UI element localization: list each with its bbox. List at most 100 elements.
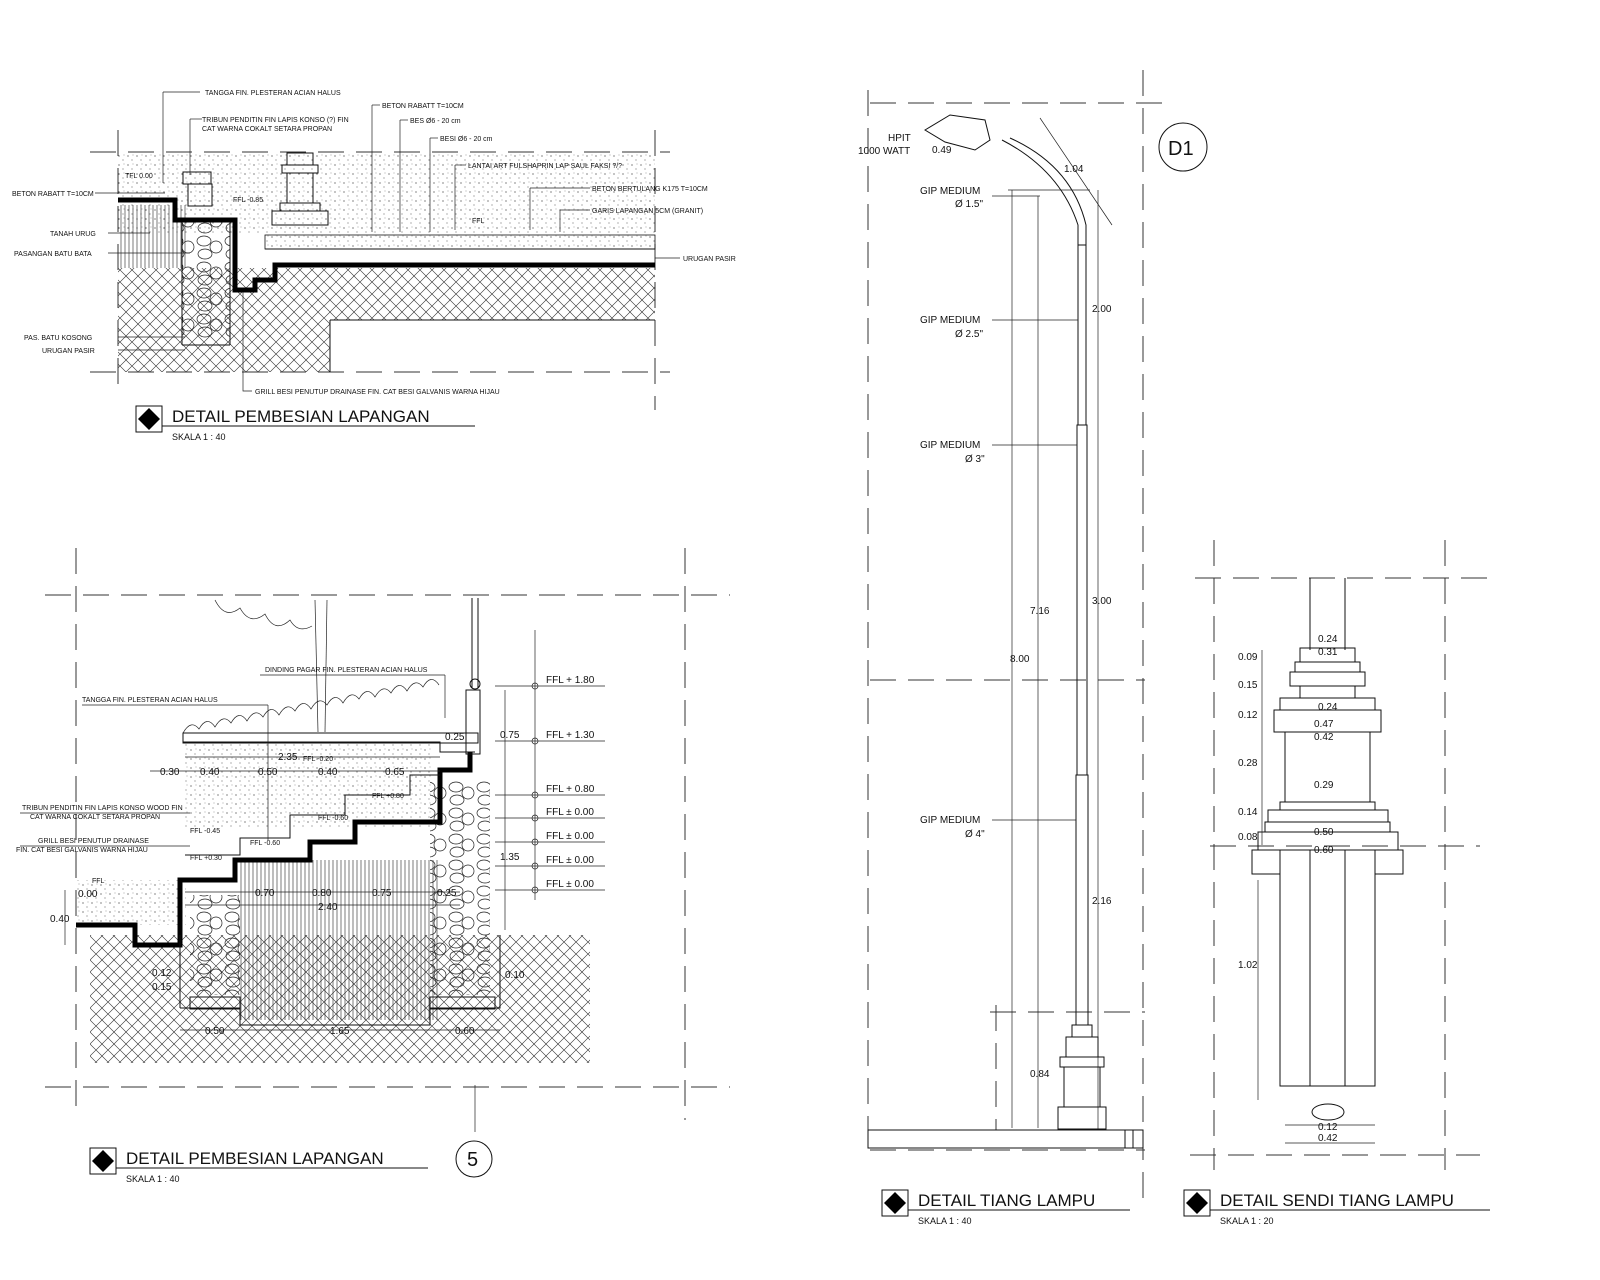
scale-lamp: SKALA 1 : 40 xyxy=(918,1216,972,1226)
label-ffl-bottom: FFL xyxy=(92,878,105,885)
dim-070: 0.70 xyxy=(255,888,275,899)
label-tribun-bottom-1: TRIBUN PENDITIN FIN LAPIS KONSO WOOD FIN xyxy=(22,805,183,812)
levels-column: FFL + 1.80 FFL + 1.30 FFL + 0.80 FFL ± 0… xyxy=(495,675,605,894)
dim-015: 0.15 xyxy=(152,982,172,993)
stones-left xyxy=(190,895,240,995)
level-000-b: FFL ± 0.00 xyxy=(546,831,594,842)
detail-lamp-pole: D1 1.04 0.49 HPIT 1000 WATT 8.00 7.16 xyxy=(858,70,1208,1226)
lamp-head-shape xyxy=(924,114,991,151)
label-tfl: TFL 0.00 xyxy=(125,173,153,180)
label-ffl: FFL xyxy=(472,218,485,225)
level-000-c: FFL ± 0.00 xyxy=(546,855,594,866)
sendi-012a: 0.12 xyxy=(1238,710,1258,721)
ffl-p030: FFL +0.30 xyxy=(190,855,222,862)
pole-segment-1 xyxy=(1077,244,1087,426)
dim-800: 8.00 xyxy=(1010,654,1030,665)
plant-row xyxy=(182,599,440,734)
dim-165: 1.65 xyxy=(330,1026,350,1037)
scale-bottom-left: SKALA 1 : 40 xyxy=(126,1174,180,1184)
label-besi: BESI Ø6 - 20 cm xyxy=(440,136,493,143)
detail-sendi: 0.24 0.31 0.09 0.15 0.24 0.12 0.47 0.42 … xyxy=(1183,540,1490,1226)
sendi-009: 0.09 xyxy=(1238,652,1258,663)
label-beton-rabatt: BETON RABATT T=10CM xyxy=(382,103,464,110)
sendi-014: 0.14 xyxy=(1238,807,1258,818)
level-000-a: FFL ± 0.00 xyxy=(546,807,594,818)
dim-216: 2.16 xyxy=(1092,896,1112,907)
dim-060: 0.60 xyxy=(455,1026,475,1037)
ffl-060: FFL -0.60 xyxy=(250,840,280,847)
dim-084: 0.84 xyxy=(1030,1069,1050,1080)
hpit: HPIT xyxy=(888,133,911,144)
stone-fill xyxy=(182,220,230,338)
ffl-m045: FFL -0.45 xyxy=(190,828,220,835)
pillar-top xyxy=(271,152,329,226)
label-tangga: TANGGA FIN. PLESTERAN ACIAN HALUS xyxy=(205,90,341,97)
soil-hatch-right xyxy=(330,268,655,320)
label-grill: GRILL BESI PENUTUP DRAINASE FIN. CAT BES… xyxy=(255,389,500,396)
sendi-029: 0.29 xyxy=(1314,780,1334,791)
gip-3-name: GIP MEDIUM xyxy=(920,440,980,451)
ffl-m020: FFL -0.20 xyxy=(303,756,333,763)
dim-240: 2.40 xyxy=(318,902,338,913)
gip-4-dia: Ø 4" xyxy=(965,829,985,840)
dim-030: 0.30 xyxy=(160,767,180,778)
level-080: FFL + 0.80 xyxy=(546,784,595,795)
label-pasangan: PASANGAN BATU BATA xyxy=(14,251,92,258)
dim-049: 0.49 xyxy=(932,145,952,156)
label-beton-rabatt-left: BETON RABATT T=10CM xyxy=(12,191,94,198)
dim-050b: 0.50 xyxy=(205,1026,225,1037)
dim-075: 0.75 xyxy=(500,730,520,741)
label-tribun-1: TRIBUN PENDITIN FIN LAPIS KONSO (?) FIN xyxy=(202,117,349,124)
sendi-050: 0.50 xyxy=(1314,827,1334,838)
scale-sendi: SKALA 1 : 20 xyxy=(1220,1216,1274,1226)
dim-025: 0.25 xyxy=(437,888,457,899)
fill-vlines-bottom xyxy=(240,860,440,1020)
gip-4-name: GIP MEDIUM xyxy=(920,815,980,826)
sendi-031: 0.31 xyxy=(1318,647,1338,658)
sendi-047: 0.47 xyxy=(1314,719,1334,730)
scale-top-left: SKALA 1 : 40 xyxy=(172,432,226,442)
label-grill-bottom-1: GRILL BESI PENUTUP DRAINASE xyxy=(38,838,149,845)
label-tribun-2: CAT WARNA COKALT SETARA PROPAN xyxy=(202,126,332,133)
level-180: FFL + 1.80 xyxy=(546,675,595,686)
sendi-008: 0.08 xyxy=(1238,832,1258,843)
label-bes: BES Ø6 - 20 cm xyxy=(410,118,461,125)
dim-135: 1.35 xyxy=(500,852,520,863)
label-pas-batu: PAS. BATU KOSONG xyxy=(24,335,92,342)
dim-040b: 0.40 xyxy=(318,767,338,778)
label-tangga-bottom: TANGGA FIN. PLESTERAN ACIAN HALUS xyxy=(82,697,218,704)
label-garis: GARIS LAPANGAN 5CM (GRANIT) xyxy=(592,208,703,215)
title-block-lamp: DETAIL TIANG LAMPU SKALA 1 : 40 xyxy=(881,1189,1130,1226)
label-dinding: DINDING PAGAR FIN. PLESTERAN ACIAN HALUS xyxy=(265,667,428,674)
gip-1-name: GIP MEDIUM xyxy=(920,186,980,197)
sendi-012b: 0.12 xyxy=(1318,1122,1338,1133)
watt: 1000 WATT xyxy=(858,146,910,157)
sendi-042b: 0.42 xyxy=(1318,1133,1338,1144)
dim-300: 3.00 xyxy=(1092,596,1112,607)
dim-040-left: 0.40 xyxy=(50,914,70,925)
detail-number: 5 xyxy=(467,1149,478,1171)
dim-012: 0.12 xyxy=(152,968,172,979)
detail-top-left: TANGGA FIN. PLESTERAN ACIAN HALUS TRIBUN… xyxy=(12,90,736,442)
level-000-d: FFL ± 0.00 xyxy=(546,879,594,890)
sendi-028: 0.28 xyxy=(1238,758,1258,769)
ffl-m060: FFL -0.60 xyxy=(318,815,348,822)
sendi-015: 0.15 xyxy=(1238,680,1258,691)
pole-segment-2 xyxy=(1076,424,1088,776)
title-block-sendi: DETAIL SENDI TIANG LAMPU SKALA 1 : 20 xyxy=(1183,1189,1490,1226)
gip-2-dia: Ø 2.5" xyxy=(955,329,983,340)
dim-200: 2.00 xyxy=(1092,304,1112,315)
label-tribun-bottom-2: CAT WARNA COKALT SETARA PROPAN xyxy=(30,814,160,821)
dim-080: 0.80 xyxy=(312,888,332,899)
gip-2-name: GIP MEDIUM xyxy=(920,315,980,326)
title-lamp: DETAIL TIANG LAMPU xyxy=(918,1191,1095,1210)
label-urugan-right: URUGAN PASIR xyxy=(683,256,736,263)
dim-075b: 0.75 xyxy=(372,888,392,899)
sendi-concrete xyxy=(1279,849,1376,1087)
label-grill-bottom-2: FIN. CAT BESI GALVANIS WARNA HIJAU xyxy=(16,847,148,854)
sendi-024a: 0.24 xyxy=(1318,634,1338,645)
detail-bottom-left: FFL + 1.80 FFL + 1.30 FFL + 0.80 FFL ± 0… xyxy=(16,548,730,1184)
label-ffl-small: FFL -0.85 xyxy=(233,197,263,204)
label-tanah: TANAH URUG xyxy=(50,231,96,238)
